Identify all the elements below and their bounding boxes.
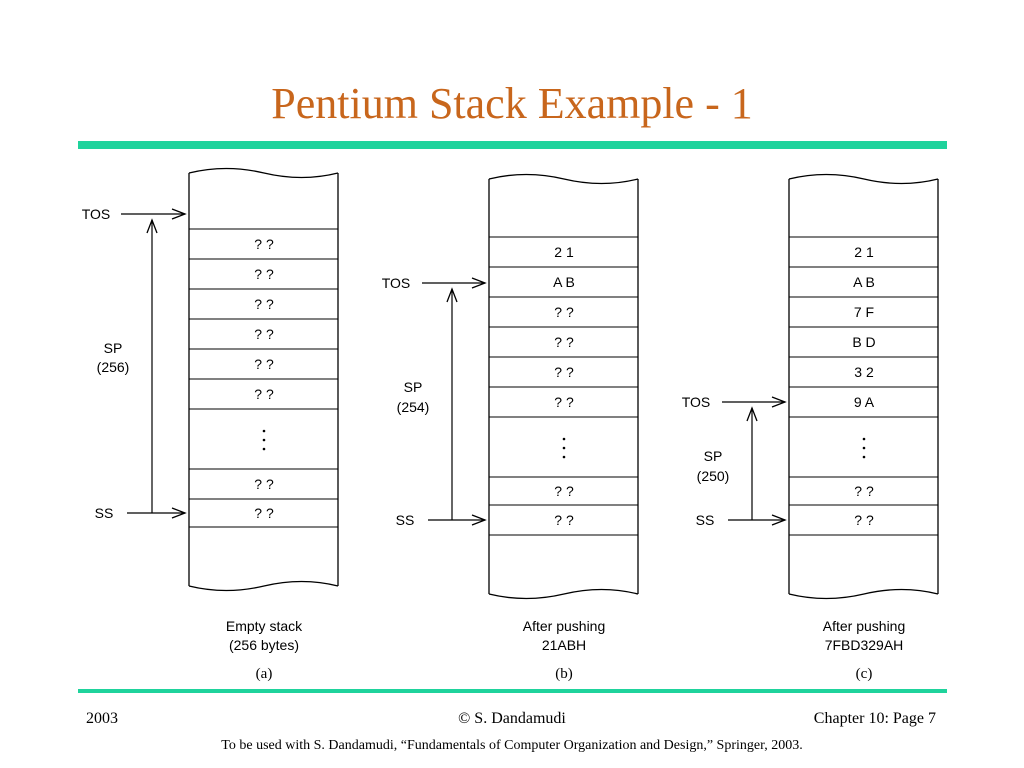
stack-3-cell-value: 7 F xyxy=(854,304,874,320)
stack-2-sp-value: (254) xyxy=(397,399,430,415)
stack-1-bottom-edge xyxy=(188,580,339,592)
stack-2-ellipsis-dot xyxy=(562,455,566,459)
stack-3-ellipsis-dot xyxy=(862,437,866,441)
stack-1-cell-value: ? ? xyxy=(254,505,274,521)
stack-1-cell-value: ? ? xyxy=(254,266,274,282)
stack-1-cell-value: ? ? xyxy=(254,476,274,492)
stack-3-sp-value: (250) xyxy=(697,468,730,484)
stack-1-ellipsis-dot xyxy=(262,429,266,433)
stack-2-caption-line2: 21ABH xyxy=(542,637,586,653)
stack-3-cell-value: A B xyxy=(853,274,875,290)
stack-3-ellipsis-dot xyxy=(862,455,866,459)
stack-3-ss-label: SS xyxy=(696,512,715,528)
stack-3-tos-arrowhead xyxy=(771,396,787,408)
stack-3-cell-value: 2 1 xyxy=(854,244,874,260)
stack-3-top-edge xyxy=(788,173,939,185)
stack-3-sp-label: SP xyxy=(704,448,723,464)
stack-3-cell-value: 3 2 xyxy=(854,364,874,380)
stack-1-sp-arrowhead xyxy=(146,218,158,234)
stack-1-sp-label: SP xyxy=(104,340,123,356)
stack-2-ss-label: SS xyxy=(396,512,415,528)
footer-note: To be used with S. Dandamudi, “Fundament… xyxy=(221,738,803,753)
title-divider xyxy=(78,141,947,149)
stack-1-caption-line1: Empty stack xyxy=(226,618,303,634)
slide-title: Pentium Stack Example - 1 xyxy=(271,79,753,128)
stack-3-cell-value: ? ? xyxy=(854,483,874,499)
stack-3-cell-value: 9 A xyxy=(854,394,875,410)
stack-2-ellipsis-dot xyxy=(562,446,566,450)
stack-1-sp-value: (256) xyxy=(97,359,130,375)
stack-3-cell-value: B D xyxy=(852,334,875,350)
stack-2-ellipsis-dot xyxy=(562,437,566,441)
footer-page: Chapter 10: Page 7 xyxy=(813,710,936,727)
stack-3-ellipsis-dot xyxy=(862,446,866,450)
stack-1-cell-value: ? ? xyxy=(254,356,274,372)
stack-3-sp-arrowhead xyxy=(746,406,758,422)
footer-year: 2003 xyxy=(86,710,118,727)
stack-1-cell-value: ? ? xyxy=(254,386,274,402)
stack-2-sp-label: SP xyxy=(404,379,423,395)
stack-2-panel-letter: (b) xyxy=(555,666,573,682)
stack-1-cell-value: ? ? xyxy=(254,326,274,342)
stack-2-cell-value: ? ? xyxy=(554,334,574,350)
stack-2-cell-value: ? ? xyxy=(554,512,574,528)
stack-1-tos-label: TOS xyxy=(82,206,111,222)
stack-2-sp-arrowhead xyxy=(446,287,458,303)
stack-1-top-edge xyxy=(188,167,339,179)
stack-2-cell-value: ? ? xyxy=(554,483,574,499)
stack-3-caption-line2: 7FBD329AH xyxy=(825,637,904,653)
stack-3-tos-label: TOS xyxy=(682,394,711,410)
stack-3-caption-line1: After pushing xyxy=(823,618,906,634)
stack-1-cell-value: ? ? xyxy=(254,296,274,312)
stack-2-top-edge xyxy=(488,173,639,185)
stack-2-cell-value: ? ? xyxy=(554,304,574,320)
stack-2-bottom-edge xyxy=(488,588,639,600)
stack-1-caption-line2: (256 bytes) xyxy=(229,637,299,653)
stack-1-cell-value: ? ? xyxy=(254,236,274,252)
stack-1-ss-label: SS xyxy=(95,505,114,521)
stack-2-tos-arrowhead xyxy=(471,277,487,289)
stack-1-ss-arrowhead xyxy=(171,507,187,519)
stack-2-cell-value: 2 1 xyxy=(554,244,574,260)
stack-2-tos-label: TOS xyxy=(382,275,411,291)
stack-3-ss-arrowhead xyxy=(771,514,787,526)
stack-2-ss-arrowhead xyxy=(471,514,487,526)
stack-2-caption-line1: After pushing xyxy=(523,618,606,634)
stack-2-cell-value: ? ? xyxy=(554,394,574,410)
footer-author: © S. Dandamudi xyxy=(458,710,566,727)
stack-3-bottom-edge xyxy=(788,588,939,600)
stack-1-ellipsis-dot xyxy=(262,447,266,451)
stack-1-panel-letter: (a) xyxy=(256,666,273,682)
stack-3-cell-value: ? ? xyxy=(854,512,874,528)
stack-1-tos-arrowhead xyxy=(171,208,187,220)
footer-divider xyxy=(78,689,947,693)
stack-3-panel-letter: (c) xyxy=(856,666,873,682)
stack-2-cell-value: A B xyxy=(553,274,575,290)
stack-1-ellipsis-dot xyxy=(262,438,266,442)
stack-2-cell-value: ? ? xyxy=(554,364,574,380)
